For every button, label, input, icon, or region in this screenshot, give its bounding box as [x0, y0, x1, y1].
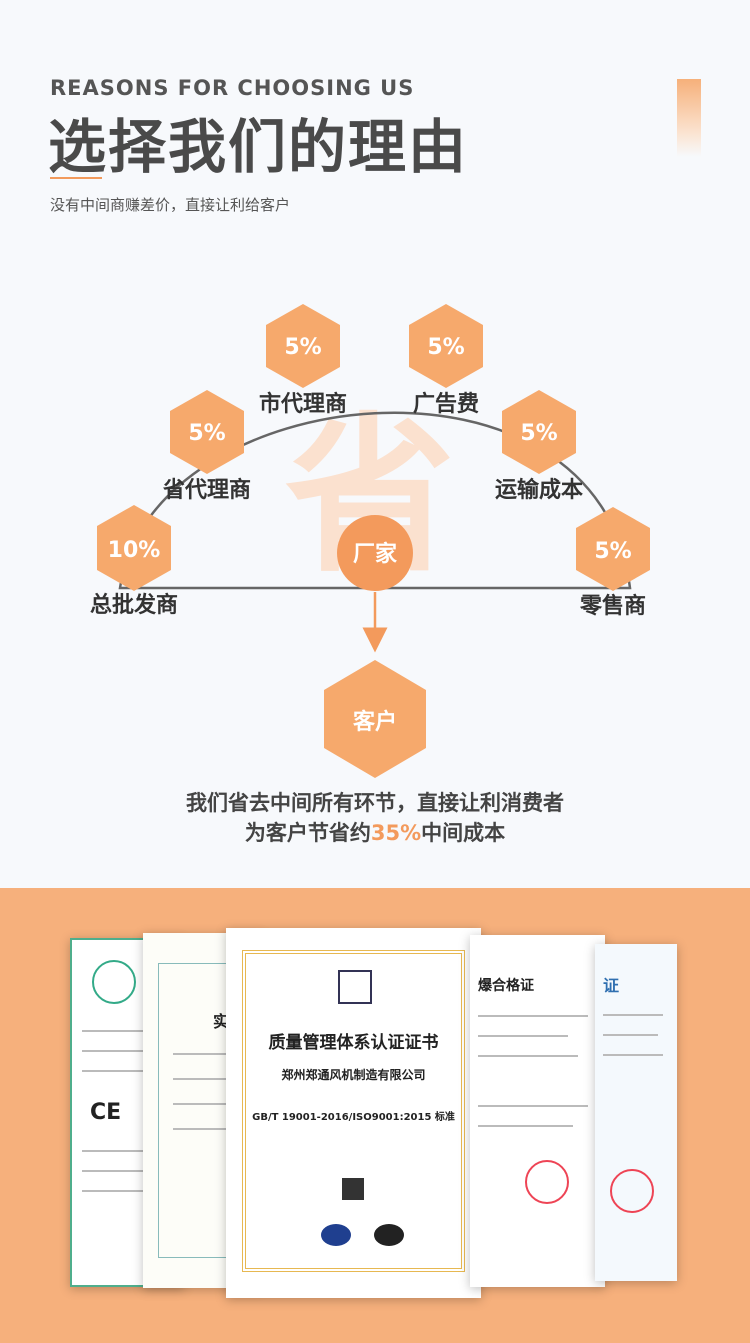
section-title: 选择我们的理由: [48, 113, 469, 181]
iaf-logo-icon: [321, 1224, 351, 1246]
text-line: [173, 1128, 233, 1130]
factory-label: 厂家: [353, 541, 398, 567]
text-line: [82, 1070, 167, 1072]
summary-highlight: 35%: [370, 821, 422, 845]
text-line: [478, 1015, 588, 1017]
hexagon-shape: [97, 505, 171, 591]
node-percent: 5%: [188, 421, 225, 446]
red-stamp-icon: [525, 1160, 569, 1204]
node-provincial-agent: 5% 省代理商: [162, 390, 251, 503]
ce-mark-icon: CE: [90, 1100, 122, 1125]
title-underline: [50, 177, 102, 179]
node-percent: 5%: [594, 539, 631, 564]
hexagon-shape: [576, 507, 650, 591]
node-name: 省代理商: [162, 477, 251, 503]
text-line: [478, 1105, 588, 1107]
red-stamp-icon: [610, 1169, 654, 1213]
factory-circle: [337, 515, 413, 591]
node-wholesaler: 10% 总批发商: [90, 505, 178, 618]
cnas-logo-icon: [374, 1224, 404, 1246]
text-line: [173, 1078, 243, 1080]
node-percent: 5%: [520, 421, 557, 446]
certificate-title: 质量管理体系认证证书: [268, 1033, 439, 1053]
text-line: [173, 1103, 253, 1105]
summary-prefix: 为客户节省约: [244, 821, 371, 845]
node-percent: 10%: [108, 538, 161, 563]
hexagon-shape: [170, 390, 244, 474]
text-line: [82, 1150, 172, 1152]
section-subtitle: 没有中间商赚差价，直接让利给客户: [50, 196, 291, 214]
summary-line-1: 我们省去中间所有环节，直接让利消费者: [186, 791, 564, 815]
text-line: [603, 1034, 658, 1036]
node-name: 运输成本: [495, 477, 583, 503]
cqc-logo-icon: [338, 970, 372, 1004]
text-line: [173, 1053, 253, 1055]
qr-code-icon: [342, 1178, 364, 1200]
accent-bar: [677, 79, 701, 157]
inspection-title: 证: [603, 976, 620, 995]
certificate-company: 郑州郑通风机制造有限公司: [281, 1068, 426, 1082]
hexagon-shape: [409, 304, 483, 388]
summary-suffix: 中间成本: [421, 821, 506, 845]
cost-diagram: 省 10% 总批发商 5% 省代理商 5% 市代理商 5% 广告费 5% 运输成…: [90, 304, 650, 778]
hexagon-shape: [266, 304, 340, 388]
node-name: 市代理商: [259, 391, 347, 417]
text-line: [478, 1125, 573, 1127]
certificate-standard: GB/T 19001-2016/ISO9001:2015 标准: [252, 1112, 455, 1123]
text-line: [478, 1055, 578, 1057]
customer-label: 客户: [353, 709, 397, 735]
node-percent: 5%: [427, 335, 464, 360]
certificate-frame: [242, 950, 465, 1272]
certificate-inspection: 证: [595, 944, 677, 1281]
text-line: [82, 1050, 162, 1052]
node-city-agent: 5% 市代理商: [259, 304, 347, 417]
patent-title: 实: [213, 1012, 230, 1031]
node-percent: 5%: [284, 335, 321, 360]
node-advertising: 5% 广告费: [409, 304, 483, 417]
diagram-arc: [118, 411, 632, 590]
text-line: [82, 1190, 167, 1192]
node-name: 总批发商: [90, 592, 178, 618]
node-name: 广告费: [413, 391, 479, 417]
factory-node: 厂家: [337, 515, 413, 591]
certificate-explosion-proof: 爆合格证: [470, 935, 605, 1287]
hexagon-shape: [502, 390, 576, 474]
text-line: [478, 1035, 568, 1037]
ce-seal-icon: [92, 960, 136, 1004]
summary-line-2: 为客户节省约35%中间成本: [0, 817, 750, 847]
certificate-iso9001: 质量管理体系认证证书 郑州郑通风机制造有限公司 GB/T 19001-2016/…: [226, 928, 481, 1298]
node-retailer: 5% 零售商: [576, 507, 650, 619]
section-english-title: REASONS FOR CHOOSING US: [50, 76, 415, 100]
text-line: [82, 1030, 172, 1032]
text-line: [603, 1054, 663, 1056]
explosion-proof-title: 爆合格证: [478, 978, 534, 994]
node-transport-cost: 5% 运输成本: [495, 390, 583, 503]
text-line: [82, 1170, 152, 1172]
text-line: [603, 1014, 663, 1016]
customer-hexagon: [324, 660, 426, 778]
customer-node: 客户: [324, 660, 426, 778]
node-name: 零售商: [579, 593, 646, 619]
